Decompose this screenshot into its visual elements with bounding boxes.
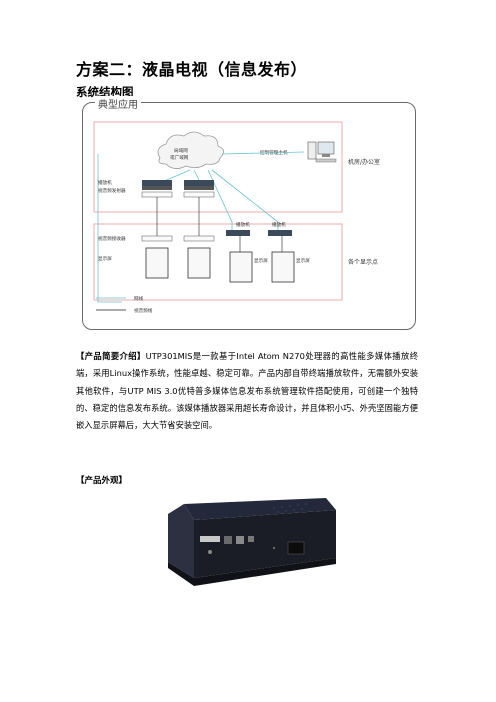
cloud-icon: 局域网 或广域网 [157,131,224,169]
av-receiver-label: 视音频接收器 [98,235,126,242]
diagram-frame [82,102,416,330]
zone-box-bottom [93,223,343,301]
computer-icon [307,141,337,163]
player-device-icon [142,180,214,190]
zone-bottom-label: 各个显示点 [348,258,378,266]
av-lines [156,197,283,252]
player-right-1-label: 播放机 [236,221,250,228]
intro-label: 【产品简要介绍】 [76,351,146,361]
cloud-label-1: 局域网 [174,147,188,154]
cloud-label-2: 或广域网 [170,154,189,161]
av-sender-label: 视音频发射器 [98,187,126,194]
display-label: 显示屏 [98,256,112,262]
legend-network: 网线 [134,295,144,302]
player-label: 播放机 [98,179,112,186]
zone-top-label: 机房/办公室 [348,158,380,166]
appearance-title: 【产品外观】 [76,476,128,486]
product-intro-paragraph: 【产品简要介绍】UTP301MIS是一款基于Intel Atom N270处理器… [76,348,418,434]
page-title: 方案二：液晶电视（信息发布） [76,60,308,79]
system-architecture-diagram: 局域网 或广域网 控制管理主机 播放机 视音频发射器 视音频接收器 [93,121,380,314]
media-player-photo [168,498,336,586]
display-label-2: 显示屏 [254,258,268,264]
section-title-architecture: 系统结构图 [76,85,134,99]
diagram-frame-title: 典型应用 [95,96,141,111]
player-right-2-label: 播放机 [272,221,286,228]
zone-box-top [93,121,343,213]
display-label-3: 显示屏 [296,258,310,264]
display-icon [145,247,295,283]
legend-av: 视音频线 [134,307,153,314]
intro-text: UTP301MIS是一款基于Intel Atom N270处理器的高性能多媒体播… [76,351,418,431]
